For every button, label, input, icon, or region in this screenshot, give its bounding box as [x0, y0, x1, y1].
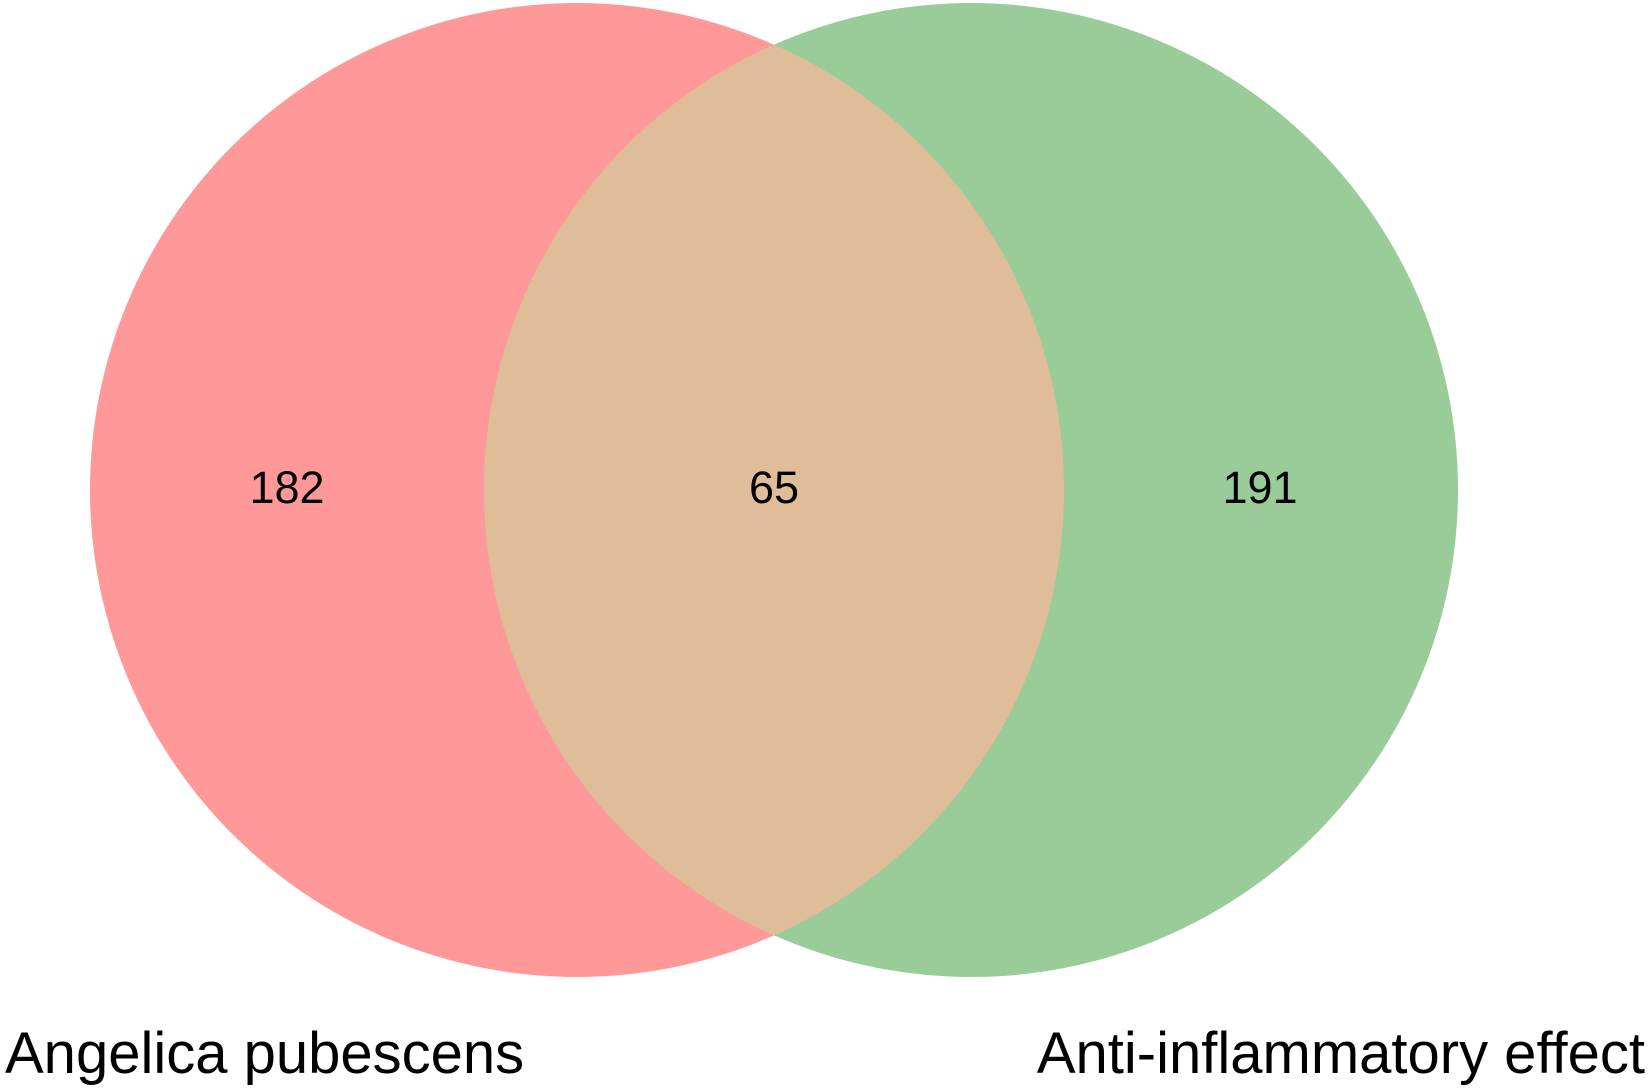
right-set-label: Anti-inflammatory effect: [1037, 1021, 1645, 1086]
intersection-region: [484, 3, 1064, 977]
left-set-label: Angelica pubescens: [5, 1021, 524, 1086]
right-only-count: 191: [1222, 462, 1297, 513]
left-only-count: 182: [249, 462, 324, 513]
intersection-count: 65: [749, 462, 799, 513]
